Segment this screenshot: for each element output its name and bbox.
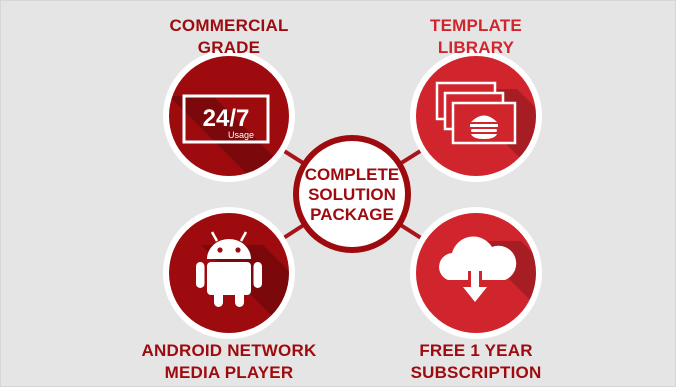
badge-main-text: 24/7 — [203, 105, 250, 132]
cloud-download-icon — [439, 236, 517, 307]
burger-icon — [471, 115, 497, 122]
center-label: COMPLETE SOLUTION PACKAGE — [304, 165, 400, 224]
node-free-subscription — [410, 207, 542, 339]
badge-sub-text: Usage — [228, 130, 254, 140]
label-android-player: ANDROID NETWORK MEDIA PLAYER — [141, 341, 317, 382]
android-icon — [196, 231, 262, 307]
label-commercial-grade: COMMERCIAL GRADE — [169, 16, 289, 57]
label-template-library: TEMPLATE LIBRARY — [430, 16, 522, 57]
clock-24-7-icon: 24/7 Usage — [182, 94, 270, 144]
node-commercial-grade: 24/7 Usage — [163, 50, 295, 182]
node-android-player — [163, 207, 295, 339]
label-free-subscription: FREE 1 YEAR SUBSCRIPTION — [410, 341, 542, 382]
node-template-library — [410, 50, 542, 182]
center-node — [293, 135, 411, 253]
menu-templates-icon — [435, 81, 517, 145]
